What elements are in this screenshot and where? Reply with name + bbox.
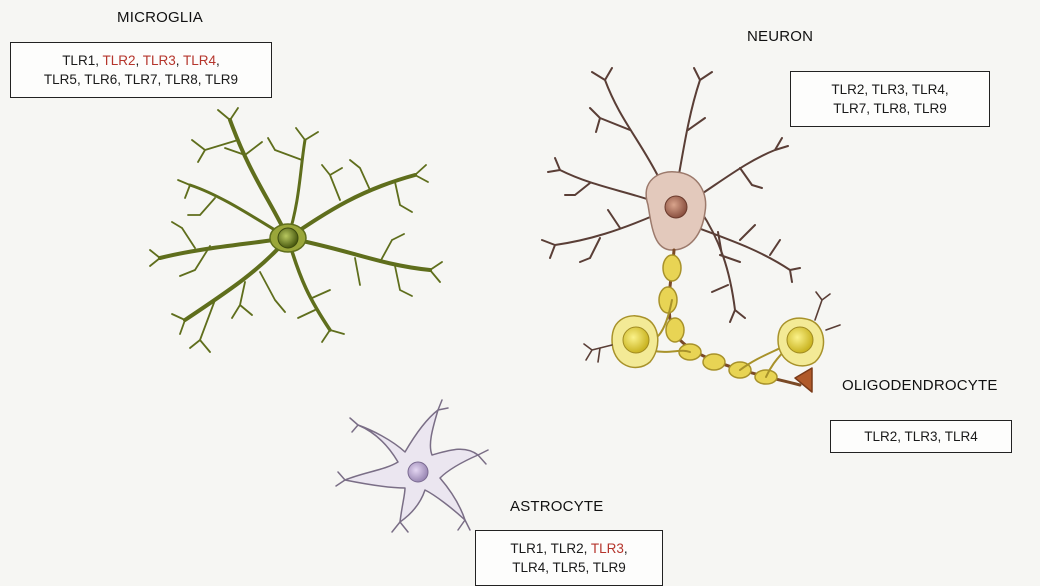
separator: , xyxy=(135,53,142,68)
tlr-item: TLR7 xyxy=(833,101,866,116)
tlr-line: TLR1, TLR2, TLR3, TLR4, xyxy=(11,51,271,70)
tlr-item: TLR3 xyxy=(872,82,905,97)
separator: , xyxy=(584,541,591,556)
tlr-item: TLR7 xyxy=(124,72,157,87)
tlr-item: TLR8 xyxy=(165,72,198,87)
separator: , xyxy=(176,53,183,68)
microglia-cell xyxy=(150,108,442,352)
astrocyte-cell xyxy=(336,400,488,532)
tlr-item: TLR2 xyxy=(864,429,897,444)
separator: , xyxy=(907,101,914,116)
tlr-item: TLR9 xyxy=(205,72,238,87)
tlr-item: TLR4 xyxy=(183,53,216,68)
tlr-item: TLR3 xyxy=(591,541,624,556)
tlr-item: TLR6 xyxy=(84,72,117,87)
tlr-item: TLR5 xyxy=(44,72,77,87)
microglia-label: MICROGLIA xyxy=(117,9,203,26)
separator: , xyxy=(198,72,205,87)
neuron-label: NEURON xyxy=(747,28,813,45)
astrocyte-label: ASTROCYTE xyxy=(510,498,603,515)
tlr-line: TLR4, TLR5, TLR9 xyxy=(476,558,662,577)
tlr-item: TLR3 xyxy=(143,53,176,68)
tlr-line: TLR2, TLR3, TLR4, xyxy=(791,80,989,99)
oligodendrocyte-label: OLIGODENDROCYTE xyxy=(842,377,998,394)
separator: , xyxy=(945,82,949,97)
tlr-item: TLR8 xyxy=(873,101,906,116)
oligodendrocyte-cell xyxy=(584,250,840,392)
tlr-line: TLR2, TLR3, TLR4 xyxy=(831,427,1011,446)
tlr-item: TLR1 xyxy=(62,53,95,68)
oligodendrocyte-tlr-box: TLR2, TLR3, TLR4 xyxy=(830,420,1012,453)
tlr-item: TLR9 xyxy=(914,101,947,116)
tlr-line: TLR7, TLR8, TLR9 xyxy=(791,99,989,118)
tlr-item: TLR2 xyxy=(102,53,135,68)
tlr-line: TLR5, TLR6, TLR7, TLR8, TLR9 xyxy=(11,70,271,89)
separator: , xyxy=(905,82,912,97)
tlr-item: TLR5 xyxy=(552,560,585,575)
separator: , xyxy=(864,82,871,97)
separator: , xyxy=(158,72,165,87)
microglia-tlr-box: TLR1, TLR2, TLR3, TLR4,TLR5, TLR6, TLR7,… xyxy=(10,42,272,98)
astrocyte-tlr-box: TLR1, TLR2, TLR3,TLR4, TLR5, TLR9 xyxy=(475,530,663,586)
tlr-item: TLR4 xyxy=(512,560,545,575)
separator: , xyxy=(586,560,593,575)
tlr-item: TLR4 xyxy=(945,429,978,444)
separator: , xyxy=(938,429,945,444)
separator: , xyxy=(624,541,628,556)
separator: , xyxy=(543,541,550,556)
tlr-item: TLR9 xyxy=(593,560,626,575)
tlr-item: TLR1 xyxy=(510,541,543,556)
tlr-item: TLR2 xyxy=(831,82,864,97)
tlr-item: TLR2 xyxy=(551,541,584,556)
neuron-tlr-box: TLR2, TLR3, TLR4,TLR7, TLR8, TLR9 xyxy=(790,71,990,127)
tlr-item: TLR3 xyxy=(904,429,937,444)
separator: , xyxy=(216,53,220,68)
tlr-line: TLR1, TLR2, TLR3, xyxy=(476,539,662,558)
tlr-item: TLR4 xyxy=(912,82,945,97)
